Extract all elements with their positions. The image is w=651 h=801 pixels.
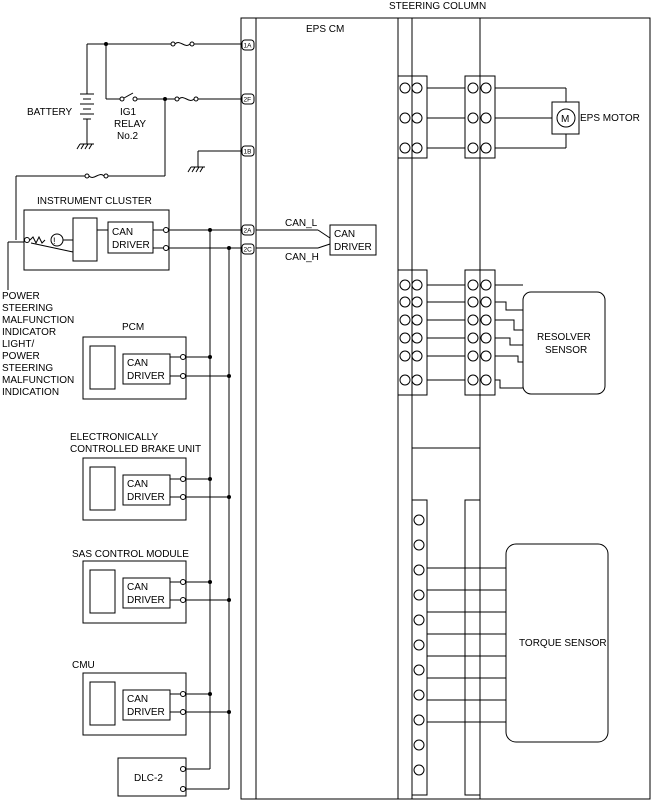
instrument-cluster: INSTRUMENT CLUSTER CAN DRIVER ! <box>23 196 170 271</box>
svg-text:TORQUE SENSOR: TORQUE SENSOR <box>519 638 607 649</box>
svg-text:LIGHT/: LIGHT/ <box>2 339 34 350</box>
svg-text:DRIVER: DRIVER <box>127 492 165 503</box>
svg-text:INDICATOR: INDICATOR <box>2 327 56 338</box>
resolver-connector-terminals <box>399 279 492 386</box>
eps-cm-pins: 1A 2F 1B 2A 2C <box>241 39 255 255</box>
eps-can-driver-label-1: CAN <box>334 229 355 240</box>
indicator-note: POWER STEERING MALFUNCTION INDICATOR LIG… <box>2 291 74 398</box>
svg-text:STEERING: STEERING <box>2 303 53 314</box>
svg-text:POWER: POWER <box>2 291 40 302</box>
pin-1a: 1A <box>241 39 255 51</box>
cluster-can-driver-label-2: DRIVER <box>112 240 150 251</box>
brake-unit-module: ELECTRONICALLY CONTROLLED BRAKE UNIT CAN… <box>70 432 231 521</box>
pin-1b: 1B <box>241 145 255 157</box>
svg-text:M: M <box>561 114 569 125</box>
eps-can-driver-label-2: DRIVER <box>334 242 372 253</box>
torque-connector-terminals <box>413 514 425 776</box>
svg-text:DLC-2: DLC-2 <box>134 773 163 784</box>
eps-motor-section: M EPS MOTOR <box>397 75 640 159</box>
svg-text:RESOLVER: RESOLVER <box>537 332 591 343</box>
battery-circuit: BATTERY <box>15 41 242 240</box>
svg-text:1B: 1B <box>244 149 252 156</box>
steering-column-title: STEERING COLUMN <box>389 1 486 12</box>
svg-text:!: ! <box>53 236 56 246</box>
torque-section: TORQUE SENSOR <box>411 499 609 796</box>
svg-text:STEERING: STEERING <box>2 363 53 374</box>
svg-text:DRIVER: DRIVER <box>127 707 165 718</box>
battery-icon <box>80 44 94 144</box>
svg-text:DRIVER: DRIVER <box>127 371 165 382</box>
svg-text:2F: 2F <box>244 97 252 104</box>
warning-light-icon: ! <box>24 233 74 253</box>
svg-text:2C: 2C <box>244 247 253 254</box>
ig1-relay-label-1: IG1 <box>120 107 137 118</box>
ig1-relay-label-2: RELAY <box>114 119 146 130</box>
can-bus: CAN_L CAN_H CAN DRIVER <box>169 218 377 789</box>
svg-text:CONTROLLED BRAKE UNIT: CONTROLLED BRAKE UNIT <box>70 444 201 455</box>
cmu-module: CMU CAN DRIVER <box>72 660 231 736</box>
can-l-label: CAN_L <box>285 218 318 229</box>
pin-2f: 2F <box>241 93 255 105</box>
svg-text:CAN: CAN <box>127 582 148 593</box>
svg-text:CMU: CMU <box>72 660 95 671</box>
svg-text:2A: 2A <box>244 228 253 235</box>
pcm-label: PCM <box>122 322 144 333</box>
pcm-module: PCM CAN DRIVER <box>82 322 231 400</box>
eps-cm-label: EPS CM <box>306 24 344 35</box>
ig1-relay-label-3: No.2 <box>117 131 139 142</box>
pin-2a: 2A <box>241 224 255 236</box>
eps-motor-icon: M <box>551 101 580 135</box>
svg-text:DRIVER: DRIVER <box>127 595 165 606</box>
motor-connector-terminals <box>399 82 492 154</box>
ground-icon-eps <box>187 166 205 173</box>
cluster-can-driver-label-1: CAN <box>112 227 133 238</box>
svg-text:1A: 1A <box>244 43 253 50</box>
svg-text:SAS CONTROL MODULE: SAS CONTROL MODULE <box>72 549 189 560</box>
svg-text:ELECTRONICALLY: ELECTRONICALLY <box>70 432 159 443</box>
svg-text:MALFUNCTION: MALFUNCTION <box>2 315 74 326</box>
svg-text:CAN: CAN <box>127 694 148 705</box>
can-h-label: CAN_H <box>285 252 319 263</box>
resolver-section: RESOLVER SENSOR <box>397 269 606 396</box>
eps-motor-label: EPS MOTOR <box>580 113 640 124</box>
svg-text:INDICATION: INDICATION <box>2 387 59 398</box>
dlc2-connector: DLC-2 <box>117 757 229 797</box>
svg-text:SENSOR: SENSOR <box>545 345 587 356</box>
ig1-relay-switch-icon <box>119 92 138 102</box>
svg-text:POWER: POWER <box>2 351 40 362</box>
sas-module: SAS CONTROL MODULE CAN DRIVER <box>72 549 231 624</box>
ground-icon-battery <box>76 143 94 150</box>
svg-text:MALFUNCTION: MALFUNCTION <box>2 375 74 386</box>
pin-2c: 2C <box>241 243 255 255</box>
instrument-cluster-label: INSTRUMENT CLUSTER <box>37 196 152 207</box>
svg-text:CAN: CAN <box>127 358 148 369</box>
svg-text:CAN: CAN <box>127 479 148 490</box>
battery-label: BATTERY <box>27 107 73 118</box>
